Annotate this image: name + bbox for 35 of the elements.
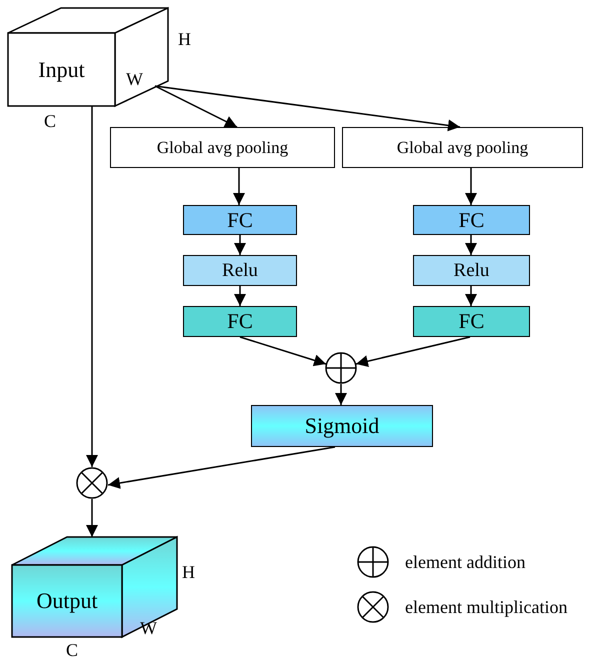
- arrow: [86, 106, 98, 467]
- dimension-label: C: [44, 112, 56, 130]
- multiplication-symbol: [76, 467, 108, 499]
- dimension-label: C: [66, 641, 78, 659]
- dimension-label: H: [182, 563, 195, 581]
- arrow: [233, 168, 245, 205]
- arrow: [234, 235, 246, 255]
- fc-layer-box: FC: [183, 205, 297, 235]
- legend-label: element addition: [405, 553, 526, 571]
- arrow: [240, 336, 326, 366]
- sigmoid-box: Sigmoid: [251, 405, 433, 447]
- fc-layer-box: FC: [413, 306, 530, 337]
- pooling-box: Global avg pooling: [342, 127, 583, 168]
- arrow: [465, 235, 477, 255]
- dimension-label: W: [126, 70, 143, 88]
- fc-layer-box: FC: [183, 306, 297, 337]
- arrow: [108, 446, 336, 489]
- fc-layer-box: FC: [413, 205, 530, 235]
- addition-symbol: [325, 352, 357, 384]
- arrow: [465, 168, 477, 205]
- arrow: [86, 499, 98, 537]
- arrow: [154, 85, 460, 132]
- pooling-box: Global avg pooling: [110, 127, 335, 168]
- relu-layer-box: Relu: [413, 255, 530, 286]
- relu-layer-box: Relu: [183, 255, 297, 286]
- arrow: [234, 286, 246, 306]
- arrow: [335, 384, 347, 405]
- arrow: [465, 286, 477, 306]
- arrow: [356, 336, 470, 368]
- dimension-label: W: [140, 619, 157, 637]
- cube-label: Output: [36, 590, 98, 612]
- dimension-label: H: [178, 30, 191, 48]
- legend-label: element multiplication: [405, 598, 568, 616]
- cube-label: Input: [38, 58, 85, 80]
- arrow: [154, 85, 238, 128]
